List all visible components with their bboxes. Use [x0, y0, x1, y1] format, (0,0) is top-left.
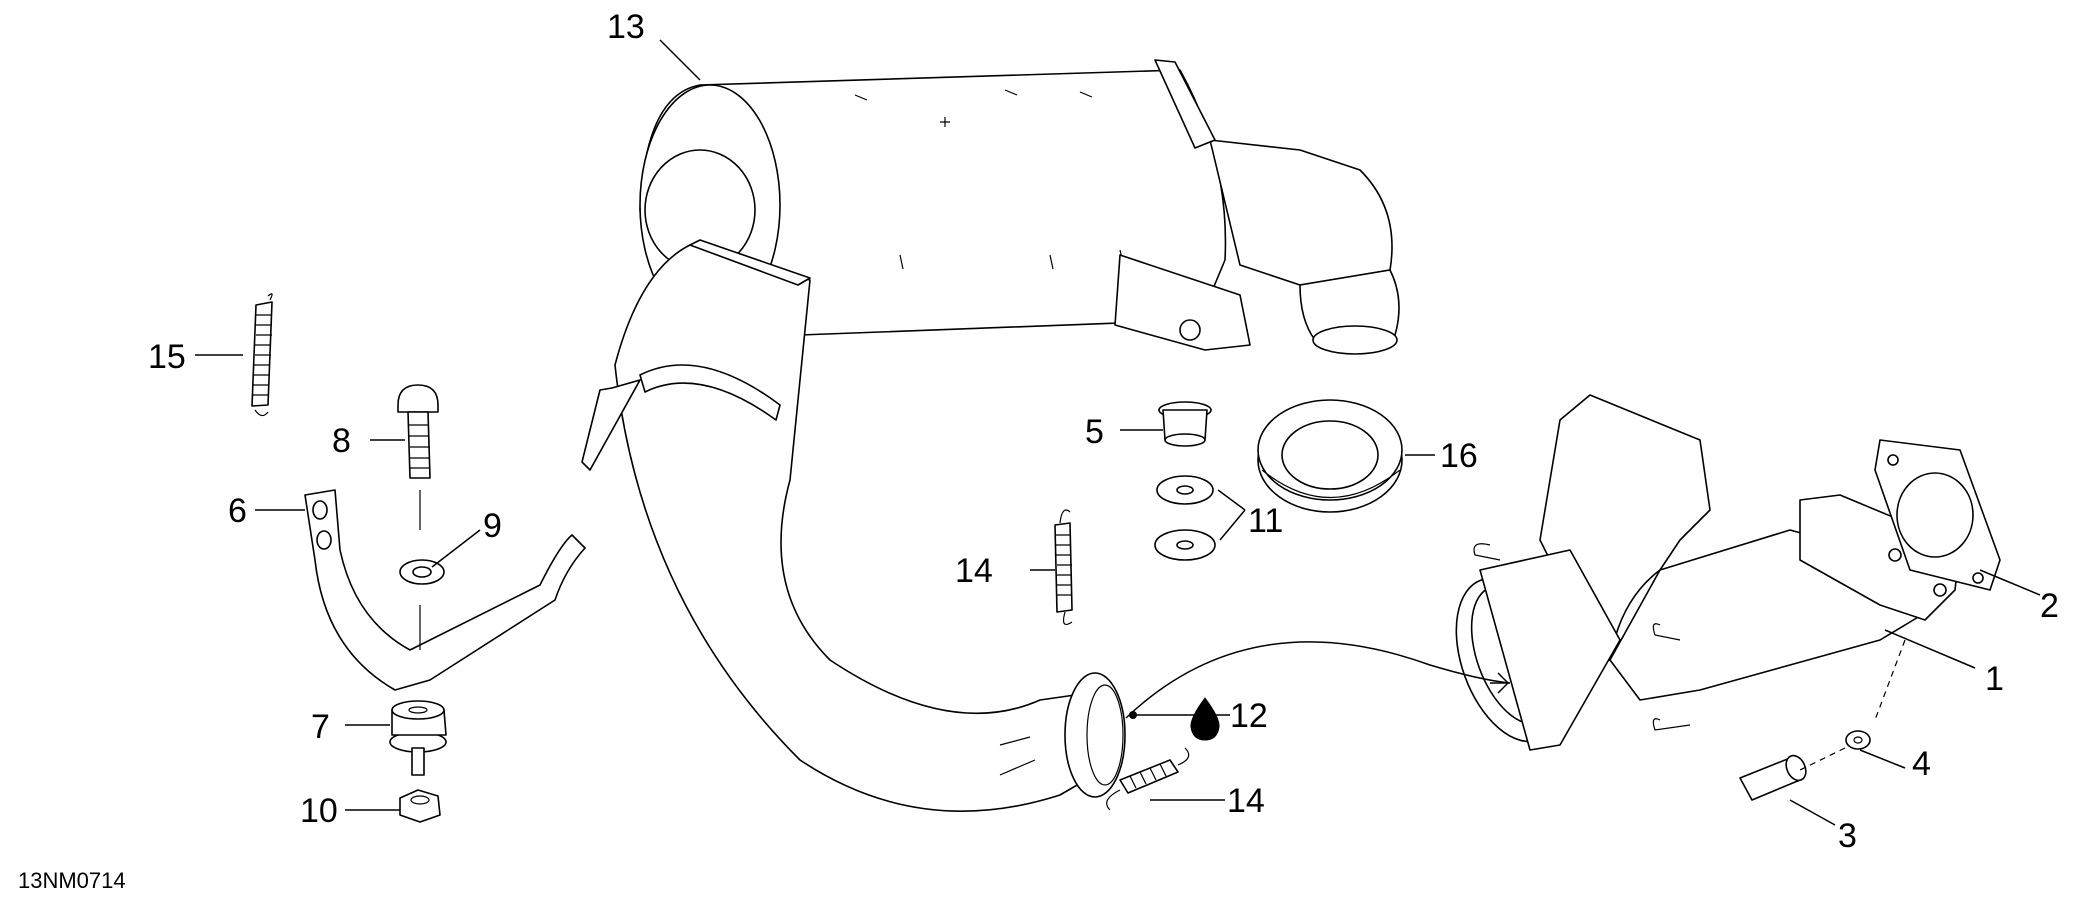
callout-14-lower: 14: [1227, 782, 1265, 820]
callout-14-upper: 14: [955, 552, 993, 590]
oil-drop-icon: [1190, 697, 1220, 741]
rubber-mount-part-7: [389, 700, 447, 776]
lock-washer-part-4: [1845, 730, 1871, 750]
rubber-plug-part-5: [1158, 401, 1212, 447]
callout-13: 13: [607, 8, 645, 46]
callout-7: 7: [311, 708, 330, 746]
callout-15: 15: [148, 338, 186, 376]
leader-lines: [195, 39, 2041, 826]
bolt-part-8: [397, 384, 439, 530]
gasket-part-2: [1874, 439, 2001, 591]
y-pipe-part-1: [1455, 394, 1961, 751]
spring-part-15: [251, 293, 273, 417]
spring-part-14-upper: [1054, 509, 1073, 625]
gasket-part-16: [1257, 399, 1403, 513]
fastener-guide-line: [1799, 639, 1906, 771]
callout-4: 4: [1912, 745, 1931, 783]
muffler-part-13: [639, 59, 1400, 355]
guide-arrowhead: [1490, 672, 1510, 694]
bracket-part-6: [304, 489, 586, 691]
washers-part-11: [1154, 475, 1216, 561]
callout-3: 3: [1838, 817, 1857, 855]
spring-part-14-lower: [1106, 747, 1190, 811]
washer-part-9: [399, 559, 445, 585]
callout-11: 11: [1248, 502, 1283, 540]
callout-5: 5: [1085, 413, 1104, 451]
callout-2: 2: [2040, 587, 2059, 625]
socket-screw-part-3: [1739, 754, 1807, 801]
callout-9: 9: [483, 507, 502, 545]
drawing-code: 13NM0714: [18, 868, 126, 893]
callout-6: 6: [228, 492, 247, 530]
callout-8: 8: [332, 422, 351, 460]
nut-part-10: [399, 789, 441, 823]
assembly-guide-line: [1125, 641, 1511, 719]
callout-12: 12: [1230, 697, 1268, 735]
oil-application-point: [1129, 711, 1137, 719]
exhaust-head-pipe: [581, 239, 1126, 812]
callout-10: 10: [300, 792, 338, 830]
callout-16: 16: [1440, 437, 1478, 475]
callout-1: 1: [1985, 660, 2004, 698]
